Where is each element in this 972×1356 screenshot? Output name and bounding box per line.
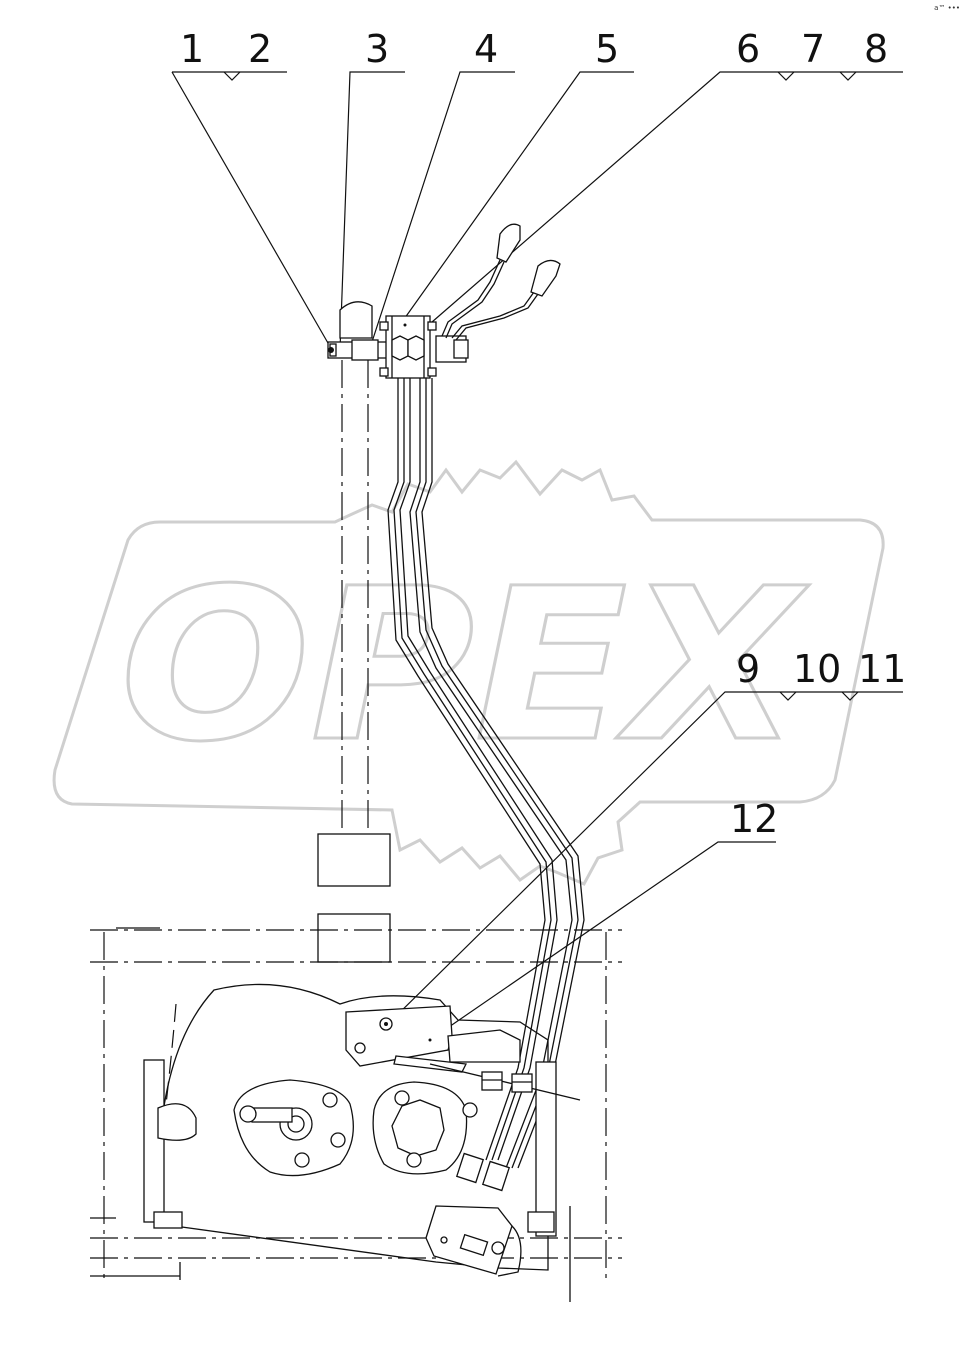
watermark-gear	[52, 459, 885, 886]
callout-7: 7	[801, 27, 825, 71]
callout-4: 4	[474, 27, 498, 71]
callout-2: 2	[248, 27, 272, 71]
watermark-text: OPEX	[120, 543, 810, 788]
callout-11: 11	[858, 647, 906, 691]
callout-10: 10	[793, 647, 841, 691]
mounting-plate	[345, 1005, 581, 1101]
callout-group: 1 2 3 4 5 6 7 8 9 10 11 12	[171, 27, 906, 1041]
lower-frame	[90, 833, 622, 1302]
callout-9: 9	[736, 647, 760, 691]
callout-3: 3	[365, 27, 389, 71]
control-valve-assembly	[327, 223, 585, 1169]
flange-right	[372, 1081, 478, 1175]
flange-left	[233, 1079, 354, 1177]
leader-lines	[171, 71, 903, 1041]
callout-12: 12	[730, 797, 778, 841]
hydraulic-hoses	[387, 378, 585, 1169]
corner-mark: a™ •••	[934, 4, 960, 12]
callout-1: 1	[180, 27, 204, 71]
lower-valve	[425, 1152, 522, 1277]
callout-6: 6	[736, 27, 760, 71]
callout-8: 8	[864, 27, 888, 71]
cable-clamps	[481, 1071, 533, 1093]
callout-5: 5	[595, 27, 619, 71]
